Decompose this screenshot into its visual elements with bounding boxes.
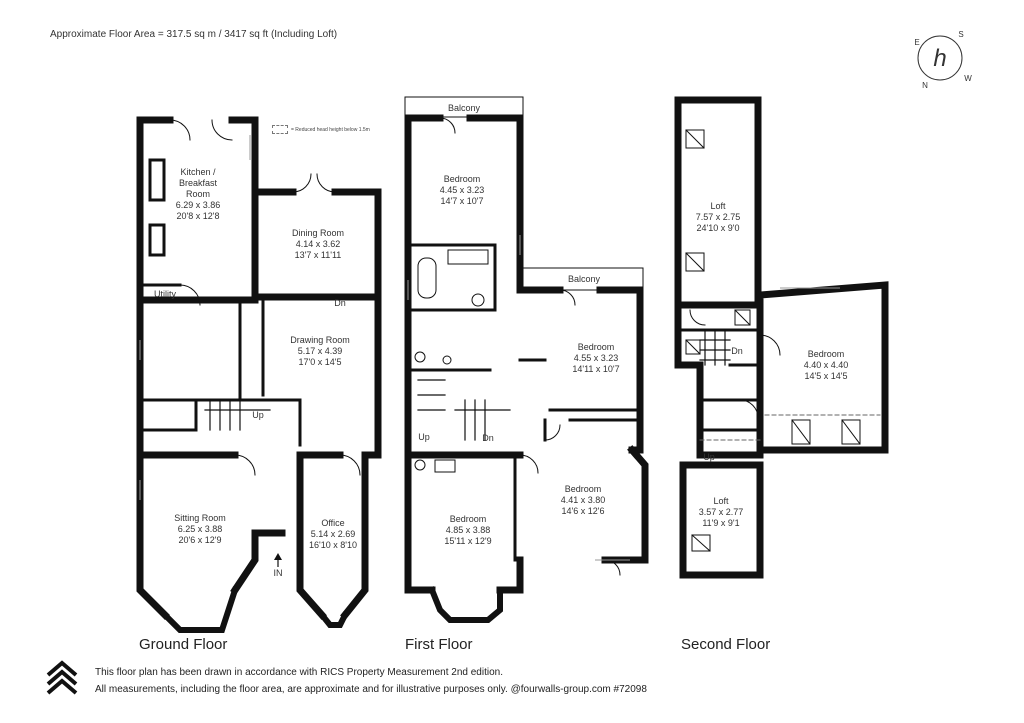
ground-floor-doors <box>169 119 361 476</box>
sitting-name: Sitting Room <box>174 513 226 523</box>
bed5-metric: 4.40 x 4.40 <box>804 360 849 370</box>
kitchen-metric: 6.29 x 3.86 <box>176 200 221 210</box>
first-floor-label: First Floor <box>405 636 473 653</box>
ground-floor-stairs <box>204 399 271 431</box>
compass-letter-e: E <box>914 38 919 47</box>
utility-name: Utility <box>154 289 176 299</box>
drawing-metric: 5.17 x 4.39 <box>298 346 343 356</box>
fourwalls-logo <box>46 660 78 695</box>
second-floor-walls <box>674 96 889 579</box>
second-up-label: Up <box>703 452 715 462</box>
office-metric: 5.14 x 2.69 <box>311 529 356 539</box>
dining-metric: 4.14 x 3.62 <box>296 239 341 249</box>
bed1-name: Bedroom <box>444 174 481 184</box>
bed3-metric: 4.41 x 3.80 <box>561 495 606 505</box>
compass-letter-w: W <box>964 74 972 83</box>
compass-letter-s: S <box>958 30 963 39</box>
legend-text: = Reduced head height below 1.5m <box>291 126 370 133</box>
bed4-imperial: 15'11 x 12'9 <box>444 536 491 546</box>
first-floor-inner <box>406 243 642 562</box>
ground-floor-bay-sitting <box>160 586 239 633</box>
first-dn-label: Dn <box>482 433 494 443</box>
entrance-arrow-icon <box>274 553 282 567</box>
loft1-imperial: 24'10 x 9'0 <box>697 223 740 233</box>
footer-line-1: This floor plan has been drawn in accord… <box>95 667 503 678</box>
office-imperial: 16'10 x 8'10 <box>309 540 357 550</box>
first-up-label: Up <box>418 432 430 442</box>
dashed-box-icon <box>272 125 288 134</box>
compass-logo: h E S N W <box>914 30 972 90</box>
ground-floor-walls <box>136 116 382 620</box>
first-floor-balcony-outlines <box>404 96 644 291</box>
office-name: Office <box>321 518 344 528</box>
kitchen-name-1: Kitchen / <box>180 167 216 177</box>
sitting-metric: 6.25 x 3.88 <box>178 524 223 534</box>
balcony-label-2: Balcony <box>568 274 601 284</box>
first-floor-fixtures <box>414 249 489 473</box>
bed1-metric: 4.45 x 3.23 <box>440 185 485 195</box>
sitting-imperial: 20'6 x 12'9 <box>179 535 222 545</box>
ground-floor-inner <box>138 158 302 447</box>
bed4-metric: 4.85 x 3.88 <box>446 525 491 535</box>
ground-floor-bay-office <box>317 610 350 628</box>
dining-imperial: 13'7 x 11'11 <box>295 250 342 260</box>
balcony-label-1: Balcony <box>448 103 481 113</box>
loft2-name: Loft <box>713 496 729 506</box>
second-floor-doors <box>689 309 781 419</box>
loft2-metric: 3.57 x 2.77 <box>699 507 744 517</box>
loft2-imperial: 11'9 x 9'1 <box>702 518 739 528</box>
reduced-height-legend: = Reduced head height below 1.5m <box>272 125 370 134</box>
kitchen-imperial: 20'8 x 12'8 <box>177 211 220 221</box>
loft1-name: Loft <box>710 201 726 211</box>
second-floor-reduced-height <box>699 414 881 441</box>
bed1-imperial: 14'7 x 10'7 <box>441 196 484 206</box>
windows <box>139 135 840 561</box>
bed4-name: Bedroom <box>450 514 487 524</box>
loft1-metric: 7.57 x 2.75 <box>696 212 741 222</box>
first-floor-bay <box>428 586 503 623</box>
second-floor-inner <box>676 328 762 432</box>
kitchen-name-3: Room <box>186 189 210 199</box>
second-floor-stairs <box>699 329 731 366</box>
entrance-in-label: IN <box>274 568 283 578</box>
bed5-name: Bedroom <box>808 349 845 359</box>
bed2-name: Bedroom <box>578 342 615 352</box>
drawing-name: Drawing Room <box>290 335 350 345</box>
compass-logo-h: h <box>933 45 946 72</box>
bed5-imperial: 14'5 x 14'5 <box>805 371 848 381</box>
second-dn-label: Dn <box>731 346 743 356</box>
bed2-metric: 4.55 x 3.23 <box>574 353 619 363</box>
skylights <box>685 129 861 552</box>
bed2-imperial: 14'11 x 10'7 <box>572 364 619 374</box>
first-floor-stairs <box>417 379 511 441</box>
kitchen-name-2: Breakfast <box>179 178 218 188</box>
ground-up-label: Up <box>252 410 264 420</box>
compass-letter-n: N <box>922 81 928 90</box>
floor-area-text: Approximate Floor Area = 317.5 sq m / 34… <box>50 29 338 40</box>
dining-name: Dining Room <box>292 228 344 238</box>
second-floor-label: Second Floor <box>681 636 771 653</box>
ground-dn-label: Dn <box>334 298 346 308</box>
bed3-imperial: 14'6 x 12'6 <box>562 506 605 516</box>
ground-floor-label: Ground Floor <box>139 636 228 653</box>
bed3-name: Bedroom <box>565 484 602 494</box>
footer-line-2: All measurements, including the floor ar… <box>95 684 647 695</box>
drawing-imperial: 17'0 x 14'5 <box>299 357 342 367</box>
